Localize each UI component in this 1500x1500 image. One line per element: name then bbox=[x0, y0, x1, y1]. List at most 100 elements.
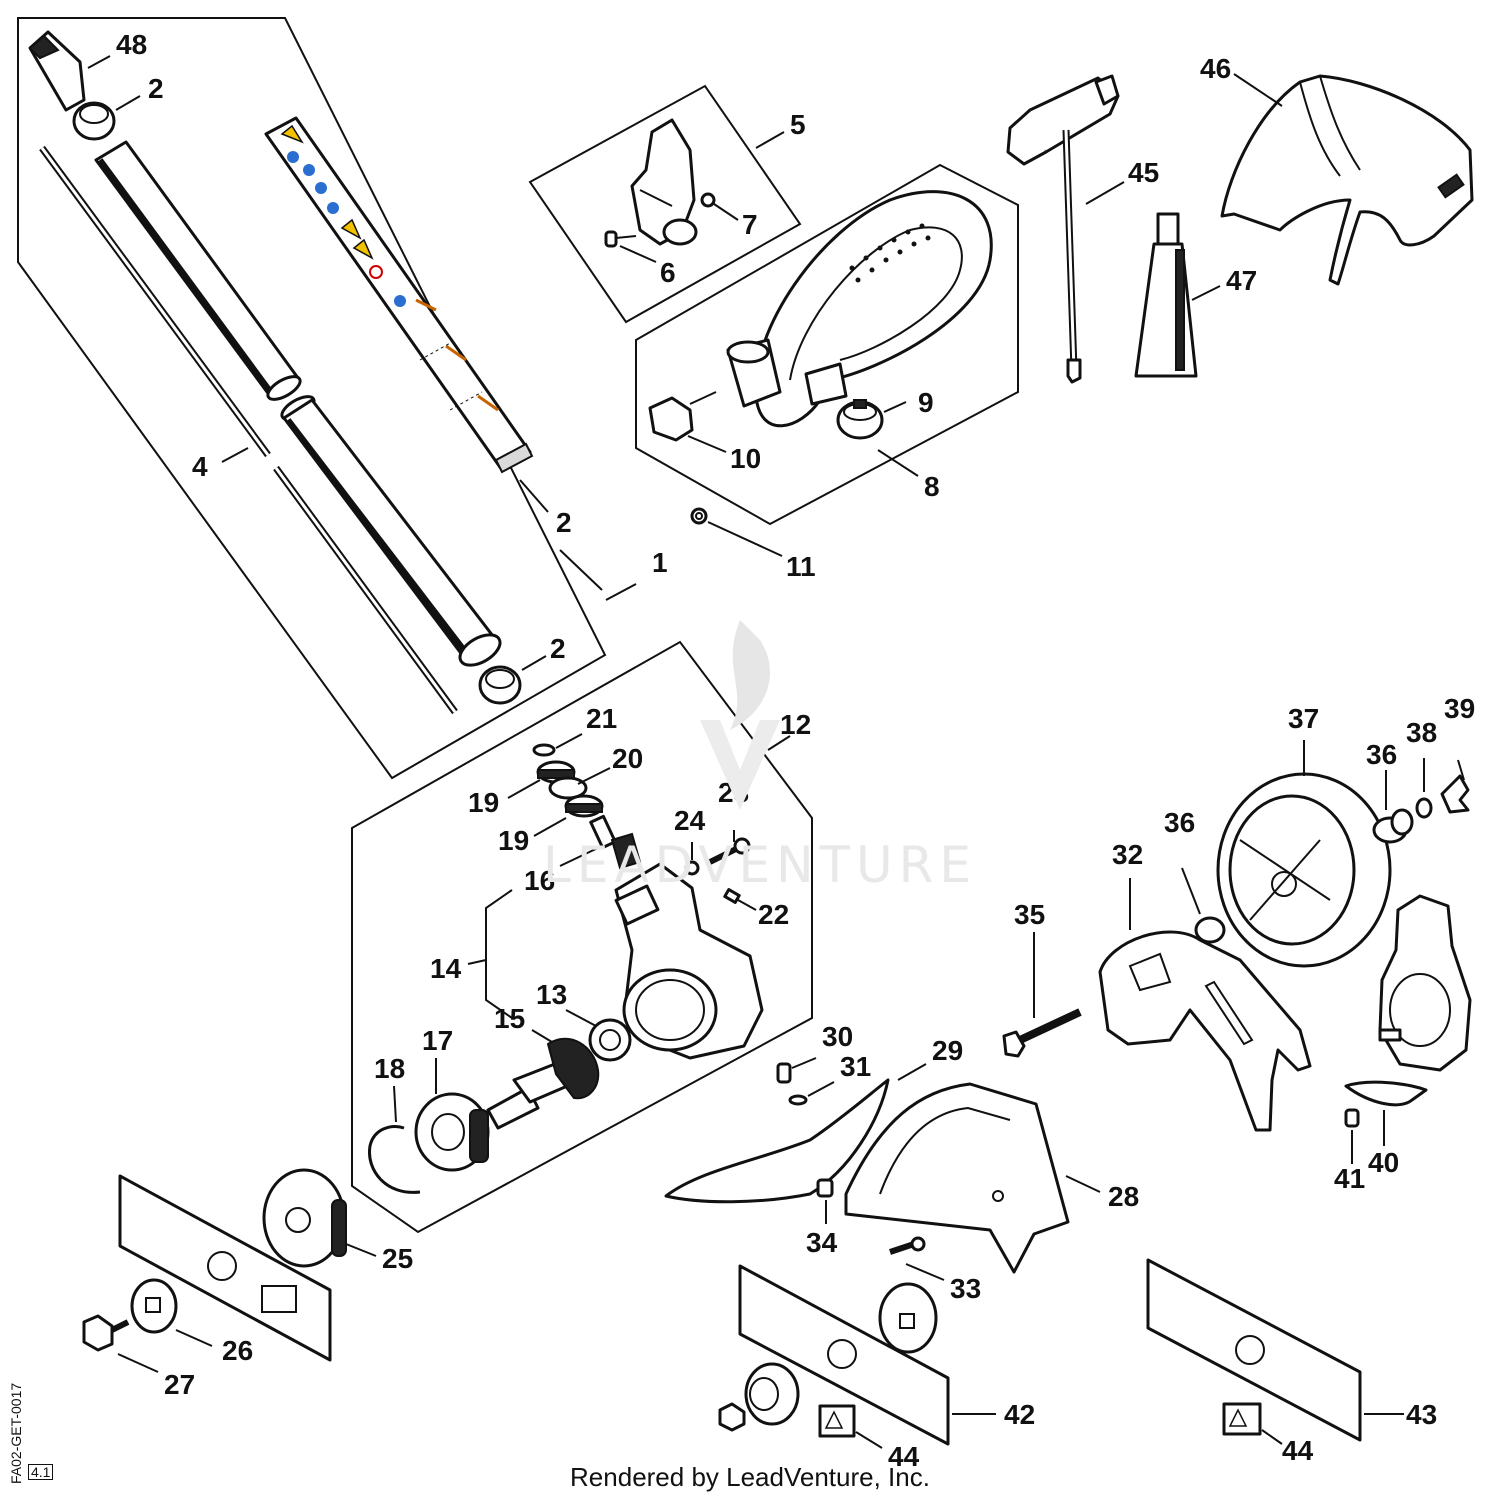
callout-42: 42 bbox=[1004, 1399, 1035, 1430]
callout-18: 18 bbox=[374, 1053, 405, 1084]
bolt-35-part bbox=[1002, 932, 1082, 1058]
cap-48-part bbox=[28, 30, 86, 112]
gloves-icon bbox=[315, 182, 327, 194]
screw-6-part bbox=[604, 230, 637, 248]
washer-38-part bbox=[1415, 758, 1433, 819]
gear-head-assembly bbox=[351, 640, 813, 1234]
callout-14: 14 bbox=[430, 953, 462, 984]
bushing-36-lower-part bbox=[1181, 867, 1226, 944]
callout-38: 38 bbox=[1406, 717, 1437, 748]
callout-28: 28 bbox=[1108, 1181, 1139, 1212]
pinion-16-part bbox=[589, 814, 642, 870]
screw-30-part bbox=[776, 1057, 817, 1084]
warning-triangle-icon bbox=[824, 1410, 844, 1429]
washer-26-part bbox=[130, 1278, 213, 1347]
drawing-revision: 4.1 bbox=[28, 1464, 54, 1480]
callout-20: 20 bbox=[612, 743, 643, 774]
flange-25-part bbox=[262, 1168, 377, 1268]
callout-5: 5 bbox=[790, 109, 806, 140]
footer-credit: Rendered by LeadVenture, Inc. bbox=[570, 1462, 930, 1492]
clamp-9-part bbox=[836, 399, 884, 440]
boots-icon bbox=[327, 202, 339, 214]
callout-34: 34 bbox=[806, 1227, 838, 1258]
bushing-2-top-part bbox=[72, 101, 116, 141]
callout-2: 2 bbox=[148, 73, 164, 104]
drive-shaft-4-part bbox=[39, 145, 458, 715]
screw-41-part bbox=[1344, 1108, 1360, 1164]
edger-blade-left-part bbox=[118, 1174, 332, 1362]
grease-tube-47-part bbox=[1134, 212, 1221, 378]
wheel-bracket-32-part bbox=[1098, 878, 1312, 1132]
callout-40: 40 bbox=[1368, 1147, 1399, 1178]
callout-4: 4 bbox=[192, 451, 208, 482]
callout-13: 13 bbox=[536, 979, 567, 1010]
edger-blade-centre-42-part bbox=[738, 1264, 996, 1446]
bushing-centre-part bbox=[718, 1362, 800, 1432]
callout-7: 7 bbox=[742, 209, 758, 240]
decal-tube-part bbox=[264, 116, 534, 474]
callout-1: 1 bbox=[652, 547, 668, 578]
nut-7-part bbox=[700, 192, 716, 208]
washer-31-part bbox=[788, 1081, 835, 1106]
watermark-text: LEADVENTURE bbox=[543, 836, 977, 894]
shaft-assembly bbox=[17, 17, 637, 780]
callout-2: 2 bbox=[556, 507, 572, 538]
callout-36: 36 bbox=[1164, 807, 1195, 838]
screw-33-part bbox=[889, 1236, 945, 1281]
callout-29: 29 bbox=[932, 1035, 963, 1066]
guard-40-part bbox=[1344, 1080, 1428, 1146]
callout-10: 10 bbox=[730, 443, 761, 474]
flame-logo-icon bbox=[730, 620, 770, 730]
callout-11: 11 bbox=[786, 551, 816, 582]
leadventure-watermark: LEADVENTURE bbox=[543, 620, 977, 894]
sleeve-20-part bbox=[548, 776, 588, 800]
shaft-tube-upper-part bbox=[94, 140, 302, 401]
callout-46: 46 bbox=[1200, 53, 1231, 84]
safety-glasses-46-part bbox=[1220, 73, 1474, 286]
hearing-protection-icon bbox=[303, 164, 315, 176]
handle-assembly bbox=[528, 84, 1019, 557]
callout-27: 27 bbox=[164, 1369, 195, 1400]
circlip-18-part bbox=[368, 1125, 421, 1194]
ball-bearing-17-part bbox=[414, 1092, 490, 1172]
callout-31: 31 bbox=[840, 1051, 871, 1082]
wheel-37-part bbox=[1216, 740, 1392, 968]
callout-2: 2 bbox=[550, 633, 566, 664]
callout-41: 41 bbox=[1334, 1163, 1365, 1194]
gear-housing-side-part bbox=[1378, 894, 1472, 1072]
callout-9: 9 bbox=[918, 387, 934, 418]
callout-39: 39 bbox=[1444, 693, 1475, 724]
callout-22: 22 bbox=[758, 899, 789, 930]
callout-17: 17 bbox=[422, 1025, 453, 1056]
callout-33: 33 bbox=[950, 1273, 981, 1304]
callout-21: 21 bbox=[586, 703, 617, 734]
warning-label-44-part bbox=[818, 1404, 883, 1449]
deflector-29-part bbox=[664, 1063, 927, 1204]
shaft-tube-lower-part bbox=[280, 395, 502, 667]
warning-triangle-icon bbox=[352, 238, 374, 260]
safety-glasses-icon bbox=[394, 295, 406, 307]
bushing-36-upper-part bbox=[1372, 770, 1414, 844]
callout-12: 12 bbox=[780, 709, 811, 740]
callout-44: 44 bbox=[1282, 1435, 1314, 1466]
callout-37: 37 bbox=[1288, 703, 1319, 734]
warning-label-44b-part bbox=[1222, 1402, 1283, 1445]
bearing-19-lower-part bbox=[564, 794, 604, 818]
guard-28-part bbox=[844, 1082, 1101, 1274]
screw-23-part bbox=[708, 837, 751, 865]
callout-48: 48 bbox=[116, 29, 147, 60]
callout-25: 25 bbox=[382, 1243, 413, 1274]
callout-19: 19 bbox=[498, 825, 529, 856]
loop-handle-8-part bbox=[726, 190, 993, 428]
nut-11-part bbox=[690, 507, 708, 525]
callout-6: 6 bbox=[660, 257, 676, 288]
callout-47: 47 bbox=[1226, 265, 1257, 296]
callout-43: 43 bbox=[1406, 1399, 1437, 1430]
circlip-21-part bbox=[532, 743, 556, 757]
callout-8: 8 bbox=[924, 471, 940, 502]
combination-wrench-45-part bbox=[1006, 74, 1125, 384]
edger-blade-right-43-part bbox=[1146, 1258, 1404, 1442]
callout-19: 19 bbox=[468, 787, 499, 818]
safety-glasses-icon bbox=[287, 151, 299, 163]
